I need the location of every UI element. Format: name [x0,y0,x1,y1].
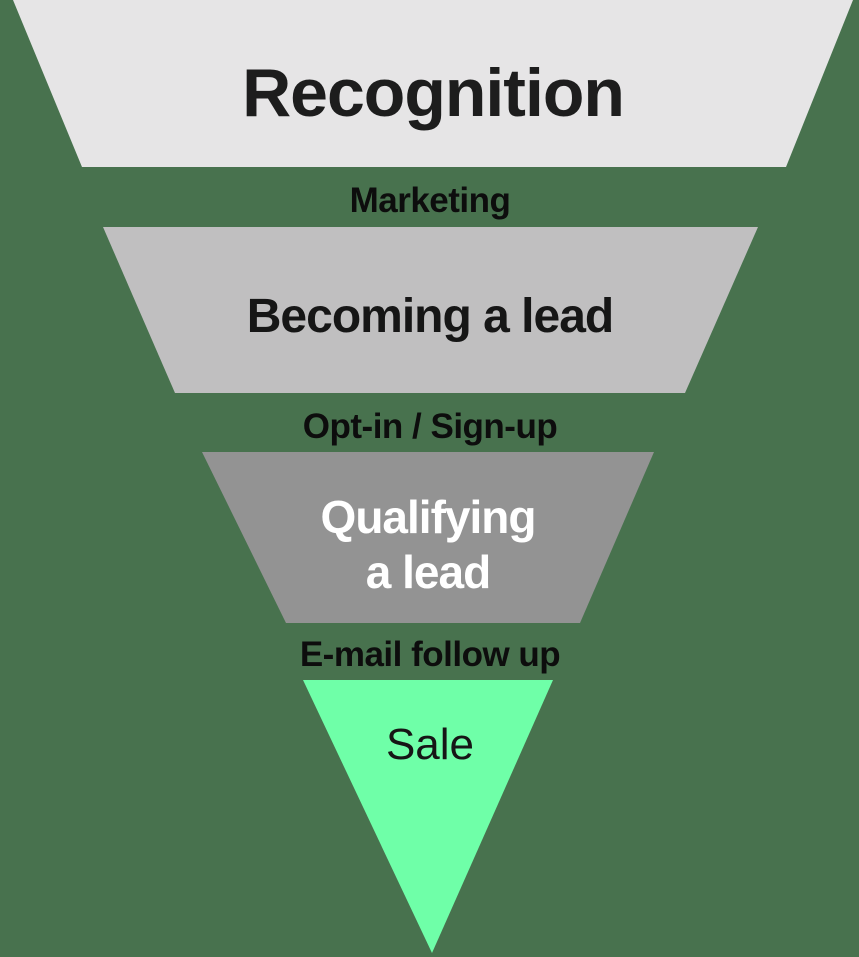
funnel-stage-recognition [13,0,853,167]
stage-label-qualifying-line1: Qualifying [321,491,536,543]
funnel-stage-becoming-a-lead [103,227,758,393]
funnel-stage-qualifying-a-lead [202,452,654,623]
transition-label-email-follow-up: E-mail follow up [300,635,560,674]
stage-label-becoming-a-lead: Becoming a lead [247,290,613,343]
transition-label-opt-in-sign-up: Opt-in / Sign-up [303,407,557,446]
stage-label-sale: Sale [386,720,474,769]
transition-label-marketing: Marketing [350,181,511,220]
stage-label-recognition: Recognition [242,55,624,131]
funnel-stage-sale [303,680,553,953]
stage-label-qualifying-line2: a lead [366,546,490,598]
